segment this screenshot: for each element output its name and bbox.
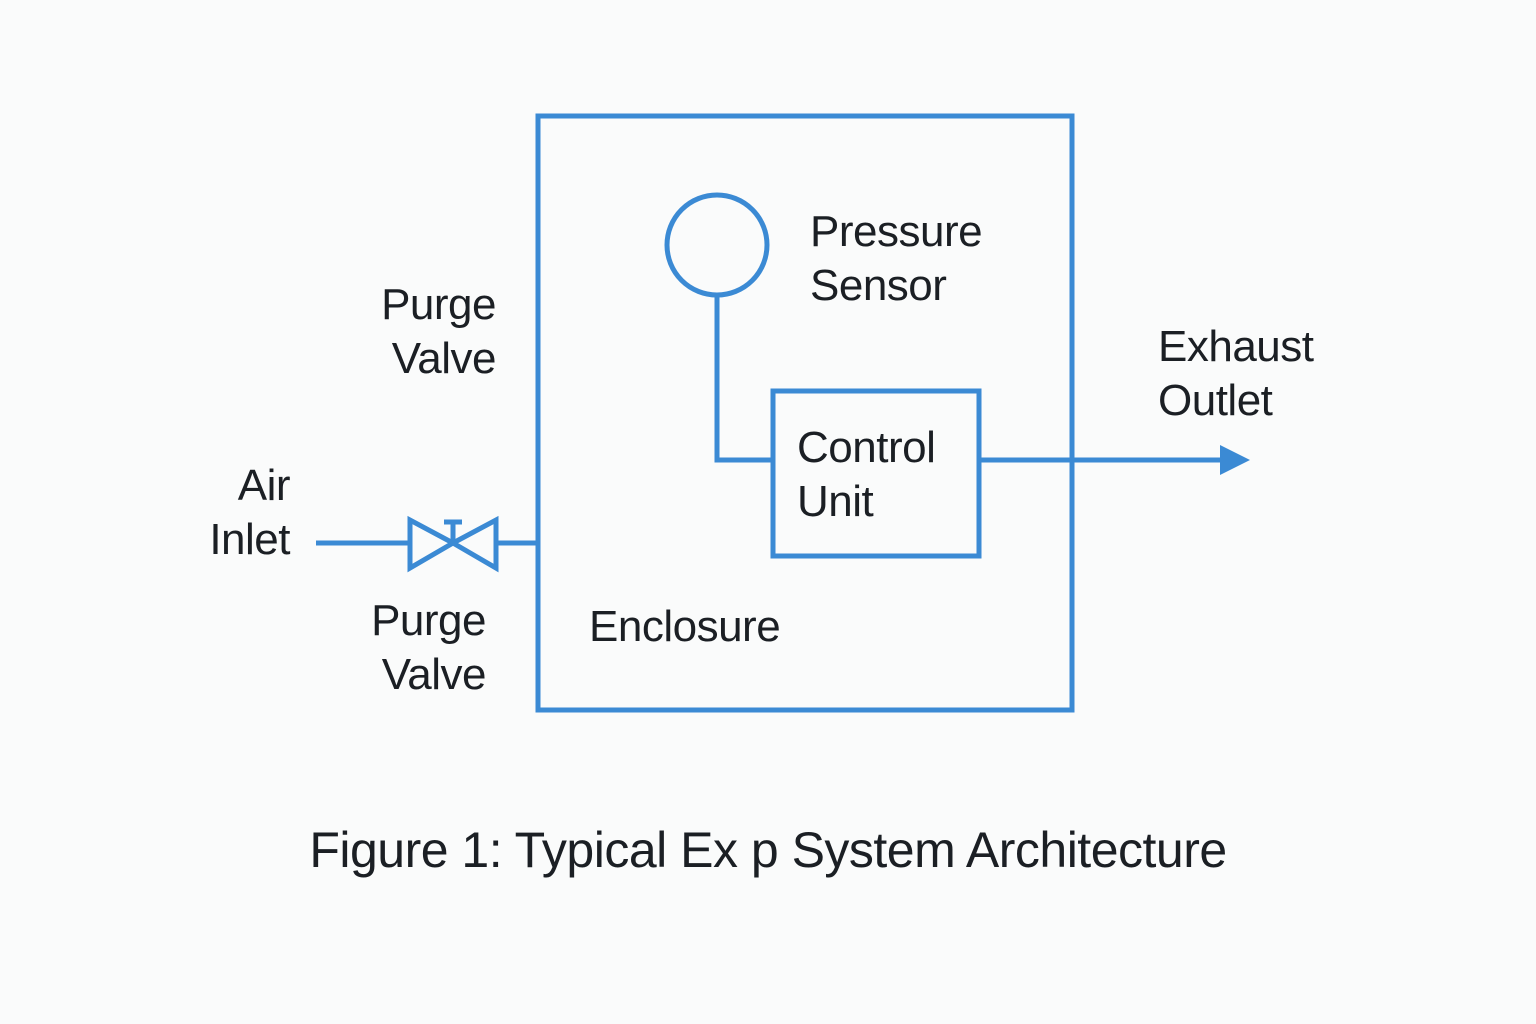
purge-valve-bottom-label: Purge Valve	[371, 596, 486, 699]
exhaust-outlet-label: Exhaust Outlet	[1158, 322, 1314, 425]
purge-valve-top-label: Purge Valve	[381, 280, 496, 383]
enclosure-label: Enclosure	[589, 602, 781, 651]
pressure-sensor-label: Pressure Sensor	[810, 207, 983, 310]
air-inlet-label: Air Inlet	[209, 461, 290, 564]
exhaust-arrowhead-icon	[1220, 445, 1250, 475]
sensor-to-control-line	[714, 295, 773, 463]
control-unit-box	[770, 388, 982, 559]
figure-caption: Figure 1: Typical Ex p System Architectu…	[309, 822, 1227, 878]
purge-valve-icon	[407, 515, 499, 573]
control-unit-label: Control Unit	[797, 423, 936, 526]
enclosure-box	[535, 113, 1075, 713]
pressure-sensor-icon	[664, 192, 770, 298]
